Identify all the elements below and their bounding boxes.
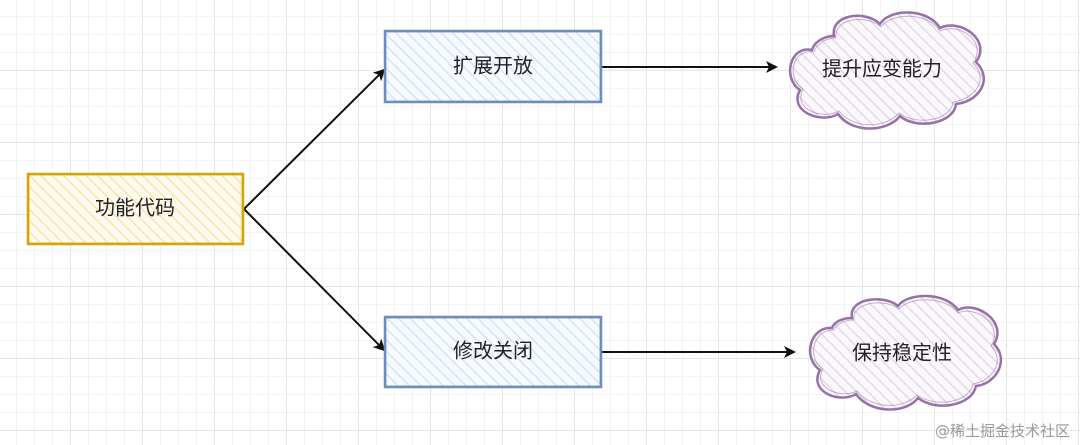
node-functional-code-label: 功能代码 — [95, 196, 175, 220]
cloud-maintain-stability[interactable]: 保持稳定性 — [808, 294, 1003, 411]
cloud-improve-adaptability-label: 提升应变能力 — [822, 57, 942, 81]
node-closed-for-modification-label: 修改关闭 — [453, 339, 533, 363]
node-open-for-extension[interactable]: 扩展开放 — [383, 29, 603, 104]
cloud-improve-adaptability[interactable]: 提升应变能力 — [788, 11, 985, 130]
cloud-maintain-stability-label: 保持稳定性 — [852, 341, 952, 365]
watermark-text: @稀土掘金技术社区 — [934, 422, 1070, 440]
cloud-improve-adaptability-shape — [788, 11, 985, 130]
edges — [243, 61, 796, 358]
node-open-for-extension-label: 扩展开放 — [453, 54, 533, 78]
edge-functional-code-to-open-for-extension — [243, 68, 386, 210]
edge-functional-code-to-closed-for-modification — [243, 208, 386, 352]
cloud-maintain-stability-shape — [808, 294, 1003, 411]
node-closed-for-modification[interactable]: 修改关闭 — [383, 315, 603, 389]
node-functional-code[interactable]: 功能代码 — [26, 172, 245, 246]
